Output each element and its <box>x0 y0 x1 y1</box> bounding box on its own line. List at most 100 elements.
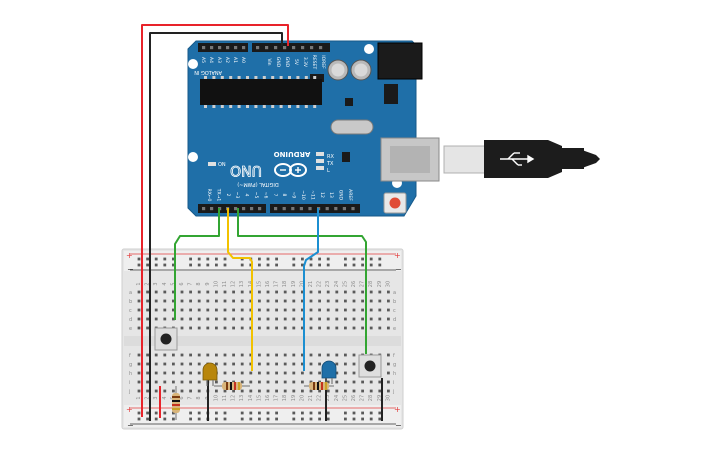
column-number: 26 <box>351 281 357 287</box>
chip-leg <box>204 105 207 108</box>
breadboard-hole <box>292 290 296 294</box>
breadboard-hole <box>326 299 330 303</box>
breadboard-hole <box>154 389 158 393</box>
breadboard-hole <box>172 371 175 375</box>
breadboard-hole <box>309 353 313 357</box>
breadboard-hole <box>180 389 184 393</box>
row-letter: e <box>129 326 132 332</box>
pin-label: ~10 <box>300 190 306 200</box>
breadboard-hole <box>258 380 261 384</box>
rail-hole <box>206 257 210 261</box>
breadboard-hole <box>146 353 149 357</box>
wire-green-pin2 <box>174 208 220 320</box>
breadboard-hole <box>275 371 278 375</box>
on-label: ON <box>218 162 226 168</box>
breadboard-hole <box>163 389 167 393</box>
breadboard-hole <box>137 362 141 366</box>
breadboard-hole <box>266 371 270 375</box>
row-letter: e <box>393 326 396 332</box>
breadboard-hole <box>197 290 201 294</box>
breadboard-hole <box>361 389 364 393</box>
rail-hole <box>223 263 227 267</box>
pushbutton-left[interactable] <box>154 327 178 351</box>
breadboard-hole <box>197 308 201 312</box>
wire-blue-pin12 <box>303 208 319 371</box>
header-pin <box>292 46 296 50</box>
column-number: 20 <box>299 395 305 401</box>
breadboard-hole <box>240 371 244 375</box>
breadboard-hole <box>180 299 184 303</box>
atmega-chip <box>200 79 322 105</box>
column-number: 15 <box>256 281 262 287</box>
column-number: 29 <box>377 395 383 401</box>
chip-leg <box>246 105 249 108</box>
breadboard-hole <box>137 353 141 357</box>
pushbutton-right[interactable] <box>358 354 382 378</box>
rail-hole <box>137 263 141 267</box>
breadboard-hole <box>189 290 192 294</box>
rail-hole <box>206 263 210 267</box>
breadboard-hole <box>154 353 158 357</box>
crystal-oscillator <box>330 119 374 135</box>
rail-hole <box>352 263 356 267</box>
breadboard-hole <box>189 389 192 393</box>
breadboard-hole <box>197 362 201 366</box>
breadboard-hole <box>206 290 210 294</box>
rail-hole <box>172 411 175 415</box>
rail-hole <box>258 263 261 267</box>
breadboard-hole <box>378 290 382 294</box>
column-number: 15 <box>256 395 262 401</box>
row-letter: j <box>128 389 130 395</box>
tx-label: TX <box>326 161 334 167</box>
chip-leg <box>296 76 300 79</box>
breadboard-hole <box>137 308 141 312</box>
breadboard-hole <box>283 308 287 312</box>
breadboard-hole <box>352 299 356 303</box>
breadboard-hole <box>318 317 321 321</box>
breadboard-hole <box>335 299 339 303</box>
breadboard-hole <box>172 353 175 357</box>
rail-hole <box>326 257 330 261</box>
breadboard-hole <box>240 299 244 303</box>
rail-hole <box>215 257 218 261</box>
breadboard-hole <box>283 353 287 357</box>
chip-leg <box>220 105 224 108</box>
row-letter: b <box>393 299 396 305</box>
breadboard-hole <box>189 299 192 303</box>
breadboard-hole <box>240 317 244 321</box>
header-pin <box>226 46 230 50</box>
rail-hole <box>189 411 192 415</box>
breadboard-hole <box>335 353 339 357</box>
breadboard-hole <box>361 317 364 321</box>
column-number: 12 <box>231 395 237 401</box>
breadboard-hole <box>172 299 175 303</box>
breadboard-hole <box>180 326 184 330</box>
breadboard-hole <box>326 308 330 312</box>
rail-minus-bottom-right: − <box>395 421 402 430</box>
rail-hole <box>163 417 167 421</box>
breadboard-hole <box>378 317 382 321</box>
breadboard-hole <box>344 380 347 384</box>
breadboard-hole <box>206 326 210 330</box>
breadboard-hole <box>189 353 192 357</box>
pin-label: ~9 <box>291 192 297 199</box>
breadboard-hole <box>309 299 313 303</box>
breadboard-hole <box>361 299 364 303</box>
rail-hole <box>301 257 304 261</box>
breadboard-hole <box>240 308 244 312</box>
breadboard-hole <box>258 353 261 357</box>
column-number: 16 <box>265 395 271 401</box>
rail-hole <box>154 417 158 421</box>
pin-label: ~11 <box>309 190 315 200</box>
breadboard-hole <box>266 317 270 321</box>
breadboard-hole <box>249 308 253 312</box>
chip-leg <box>262 76 266 79</box>
chip-leg <box>271 76 275 79</box>
wire-yellow-pin3 <box>227 208 253 371</box>
breadboard-hole <box>283 317 287 321</box>
breadboard-hole <box>163 380 167 384</box>
wire-red-5v <box>141 24 289 417</box>
breadboard-hole <box>309 308 313 312</box>
column-number: 23 <box>325 281 331 287</box>
breadboard-hole <box>275 299 278 303</box>
